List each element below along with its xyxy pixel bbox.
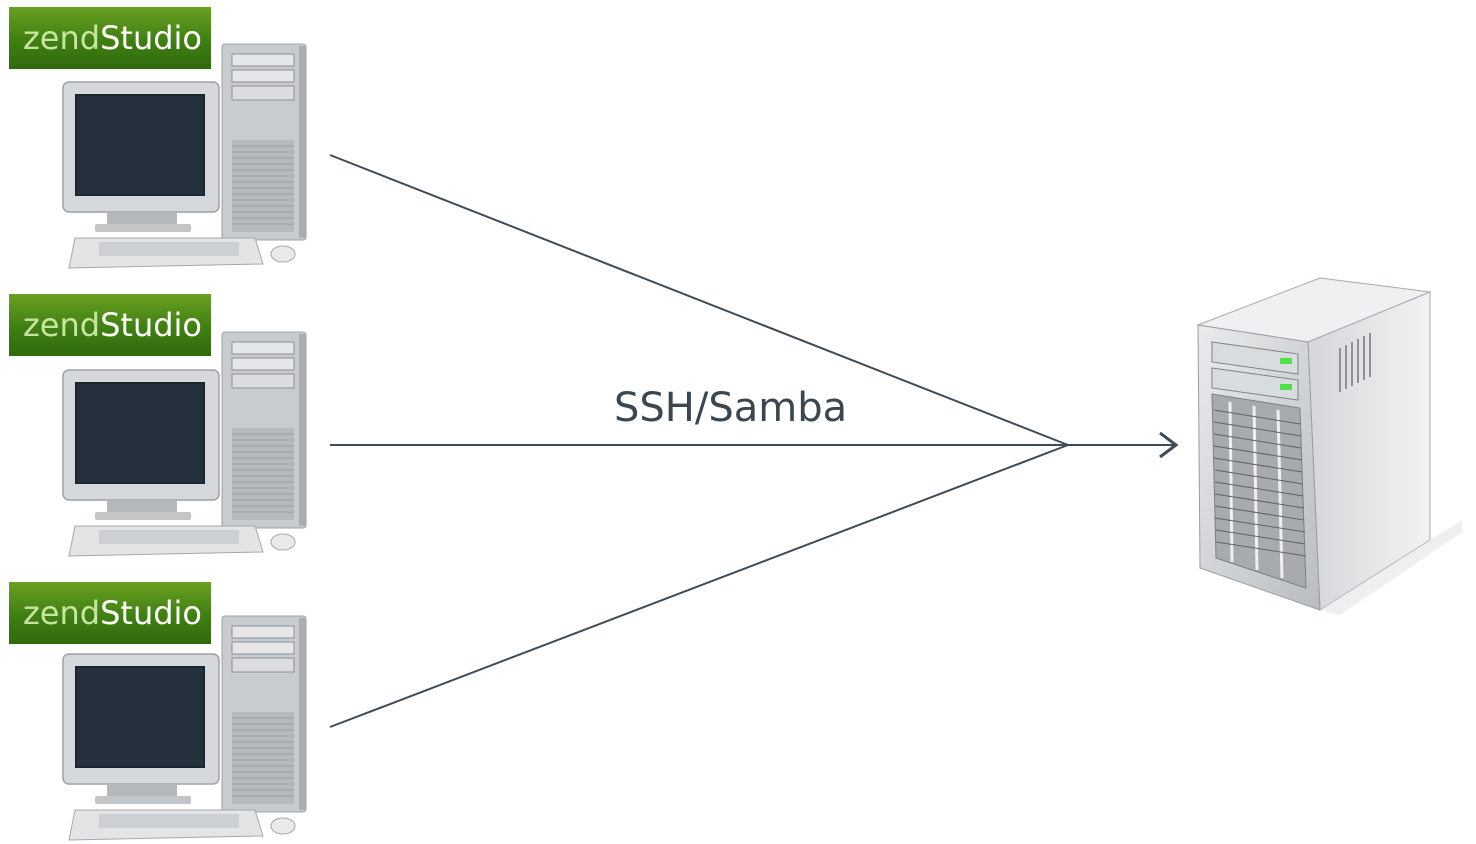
- zend-studio-logo: zendStudio: [9, 582, 211, 644]
- connector-top: [329, 154, 1069, 446]
- protocol-label: SSH/Samba: [614, 385, 848, 431]
- desktop-computer-icon: [62, 43, 307, 269]
- logo-studio-text: Studio: [100, 19, 202, 57]
- connector-bottom: [329, 444, 1069, 728]
- logo-zend-text: zend: [23, 19, 101, 57]
- zend-studio-logo: zendStudio: [9, 7, 211, 69]
- logo-zend-text: zend: [23, 306, 101, 344]
- logo-zend-text: zend: [23, 594, 101, 632]
- arrow-head-icon: [1159, 431, 1179, 459]
- logo-studio-text: Studio: [100, 594, 202, 632]
- desktop-computer-icon: [62, 615, 307, 841]
- desktop-computer-icon: [62, 331, 307, 557]
- server-tower-icon: [1196, 277, 1462, 615]
- logo-studio-text: Studio: [100, 306, 202, 344]
- zend-studio-logo: zendStudio: [9, 294, 211, 356]
